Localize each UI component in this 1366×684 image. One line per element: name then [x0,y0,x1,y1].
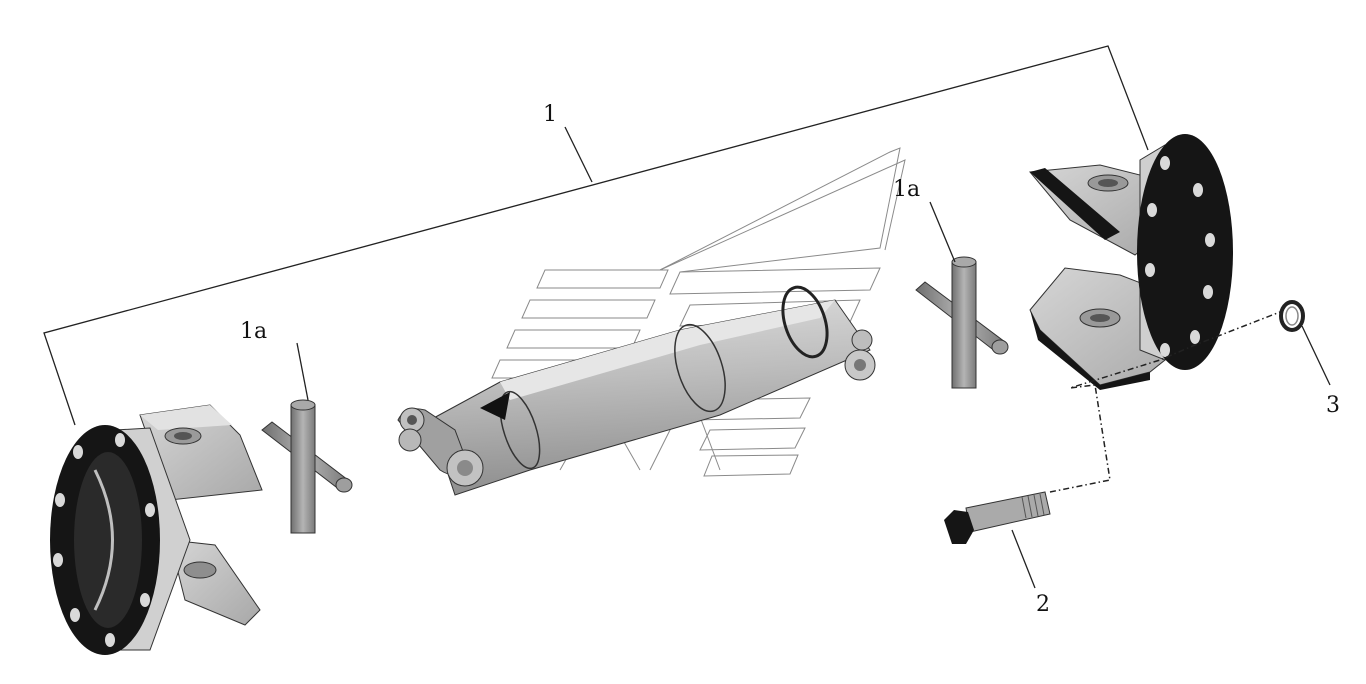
callout-cross-left: 1a [240,319,267,344]
callout-bolt: 2 [1036,592,1050,617]
assembly-bracket-leader [43,45,1149,426]
left-universal-cross [261,399,353,534]
hex-bolt [944,491,1051,544]
middle-shaft [397,285,876,496]
callout-washer: 3 [1326,393,1340,418]
right-universal-cross [915,256,1009,389]
callout-cross-right: 1a [893,177,920,202]
bolt-path-line [1049,311,1281,493]
washer [1279,300,1305,332]
leader-lines [296,201,1331,589]
right-flange-yoke [1029,134,1233,390]
callout-assembly: 1 [543,102,557,127]
left-flange-yoke [50,404,263,655]
